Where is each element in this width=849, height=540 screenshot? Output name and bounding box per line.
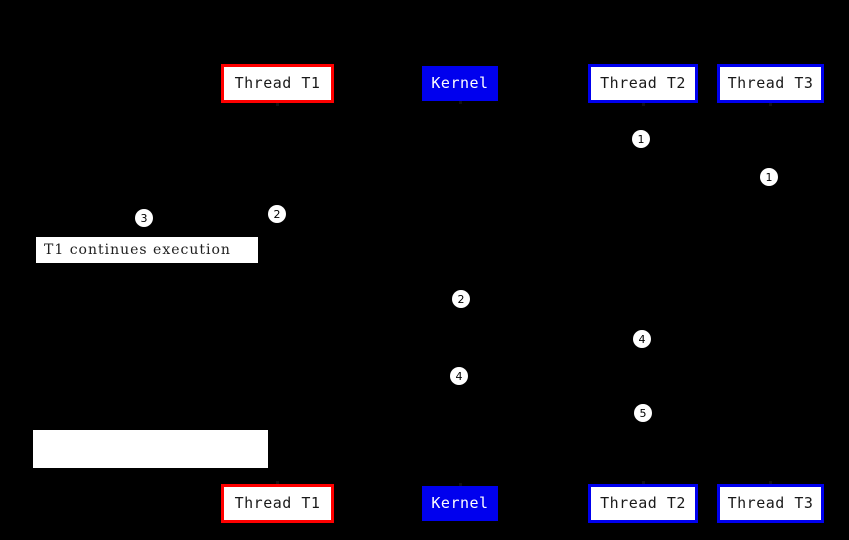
step-circle-1: 1 (760, 168, 778, 186)
participant-top-thread-t1-label: Thread T1 (234, 74, 321, 92)
lifeline-t2-stub-top (642, 103, 645, 106)
lifeline-t3-stub-top (769, 103, 772, 106)
lifeline-t1-stub-bottom (276, 481, 279, 484)
participant-bottom-kernel[interactable]: Kernel (422, 486, 498, 521)
participant-bottom-thread-t2[interactable]: Thread T2 (588, 484, 698, 523)
participant-top-thread-t3[interactable]: Thread T3 (717, 64, 824, 103)
blank-note-box (33, 430, 268, 468)
lifeline-t3-stub-bottom (769, 481, 772, 484)
step-circle-3: 3 (135, 209, 153, 227)
step-circle-2: 2 (268, 205, 286, 223)
participant-bottom-kernel-label: Kernel (431, 494, 489, 512)
participant-bottom-thread-t1[interactable]: Thread T1 (221, 484, 334, 523)
participant-top-thread-t2[interactable]: Thread T2 (588, 64, 698, 103)
lifeline-kernel-stub-top (459, 101, 462, 104)
participant-top-kernel-label: Kernel (431, 74, 489, 92)
step-circle-4: 4 (633, 330, 651, 348)
participant-bottom-thread-t2-label: Thread T2 (600, 494, 686, 512)
participant-bottom-thread-t1-label: Thread T1 (234, 494, 321, 512)
step-circle-4: 4 (450, 367, 468, 385)
lifeline-t2 (643, 103, 644, 484)
step-circle-5: 5 (634, 404, 652, 422)
lifeline-t1 (277, 103, 278, 484)
lifeline-t2-stub-bottom (642, 481, 645, 484)
note-box: T1 continues execution (36, 237, 258, 263)
lifeline-kernel-stub-bottom (459, 483, 462, 486)
step-circle-1: 1 (632, 130, 650, 148)
note-text: T1 continues execution (44, 242, 231, 258)
lifeline-t1-stub-top (276, 103, 279, 106)
participant-bottom-thread-t3-label: Thread T3 (727, 494, 814, 512)
participant-top-thread-t2-label: Thread T2 (600, 74, 686, 92)
lifeline-t3 (770, 103, 771, 484)
participant-top-kernel[interactable]: Kernel (422, 66, 498, 101)
participant-top-thread-t3-label: Thread T3 (727, 74, 814, 92)
step-circle-2: 2 (452, 290, 470, 308)
participant-bottom-thread-t3[interactable]: Thread T3 (717, 484, 824, 523)
participant-top-thread-t1[interactable]: Thread T1 (221, 64, 334, 103)
